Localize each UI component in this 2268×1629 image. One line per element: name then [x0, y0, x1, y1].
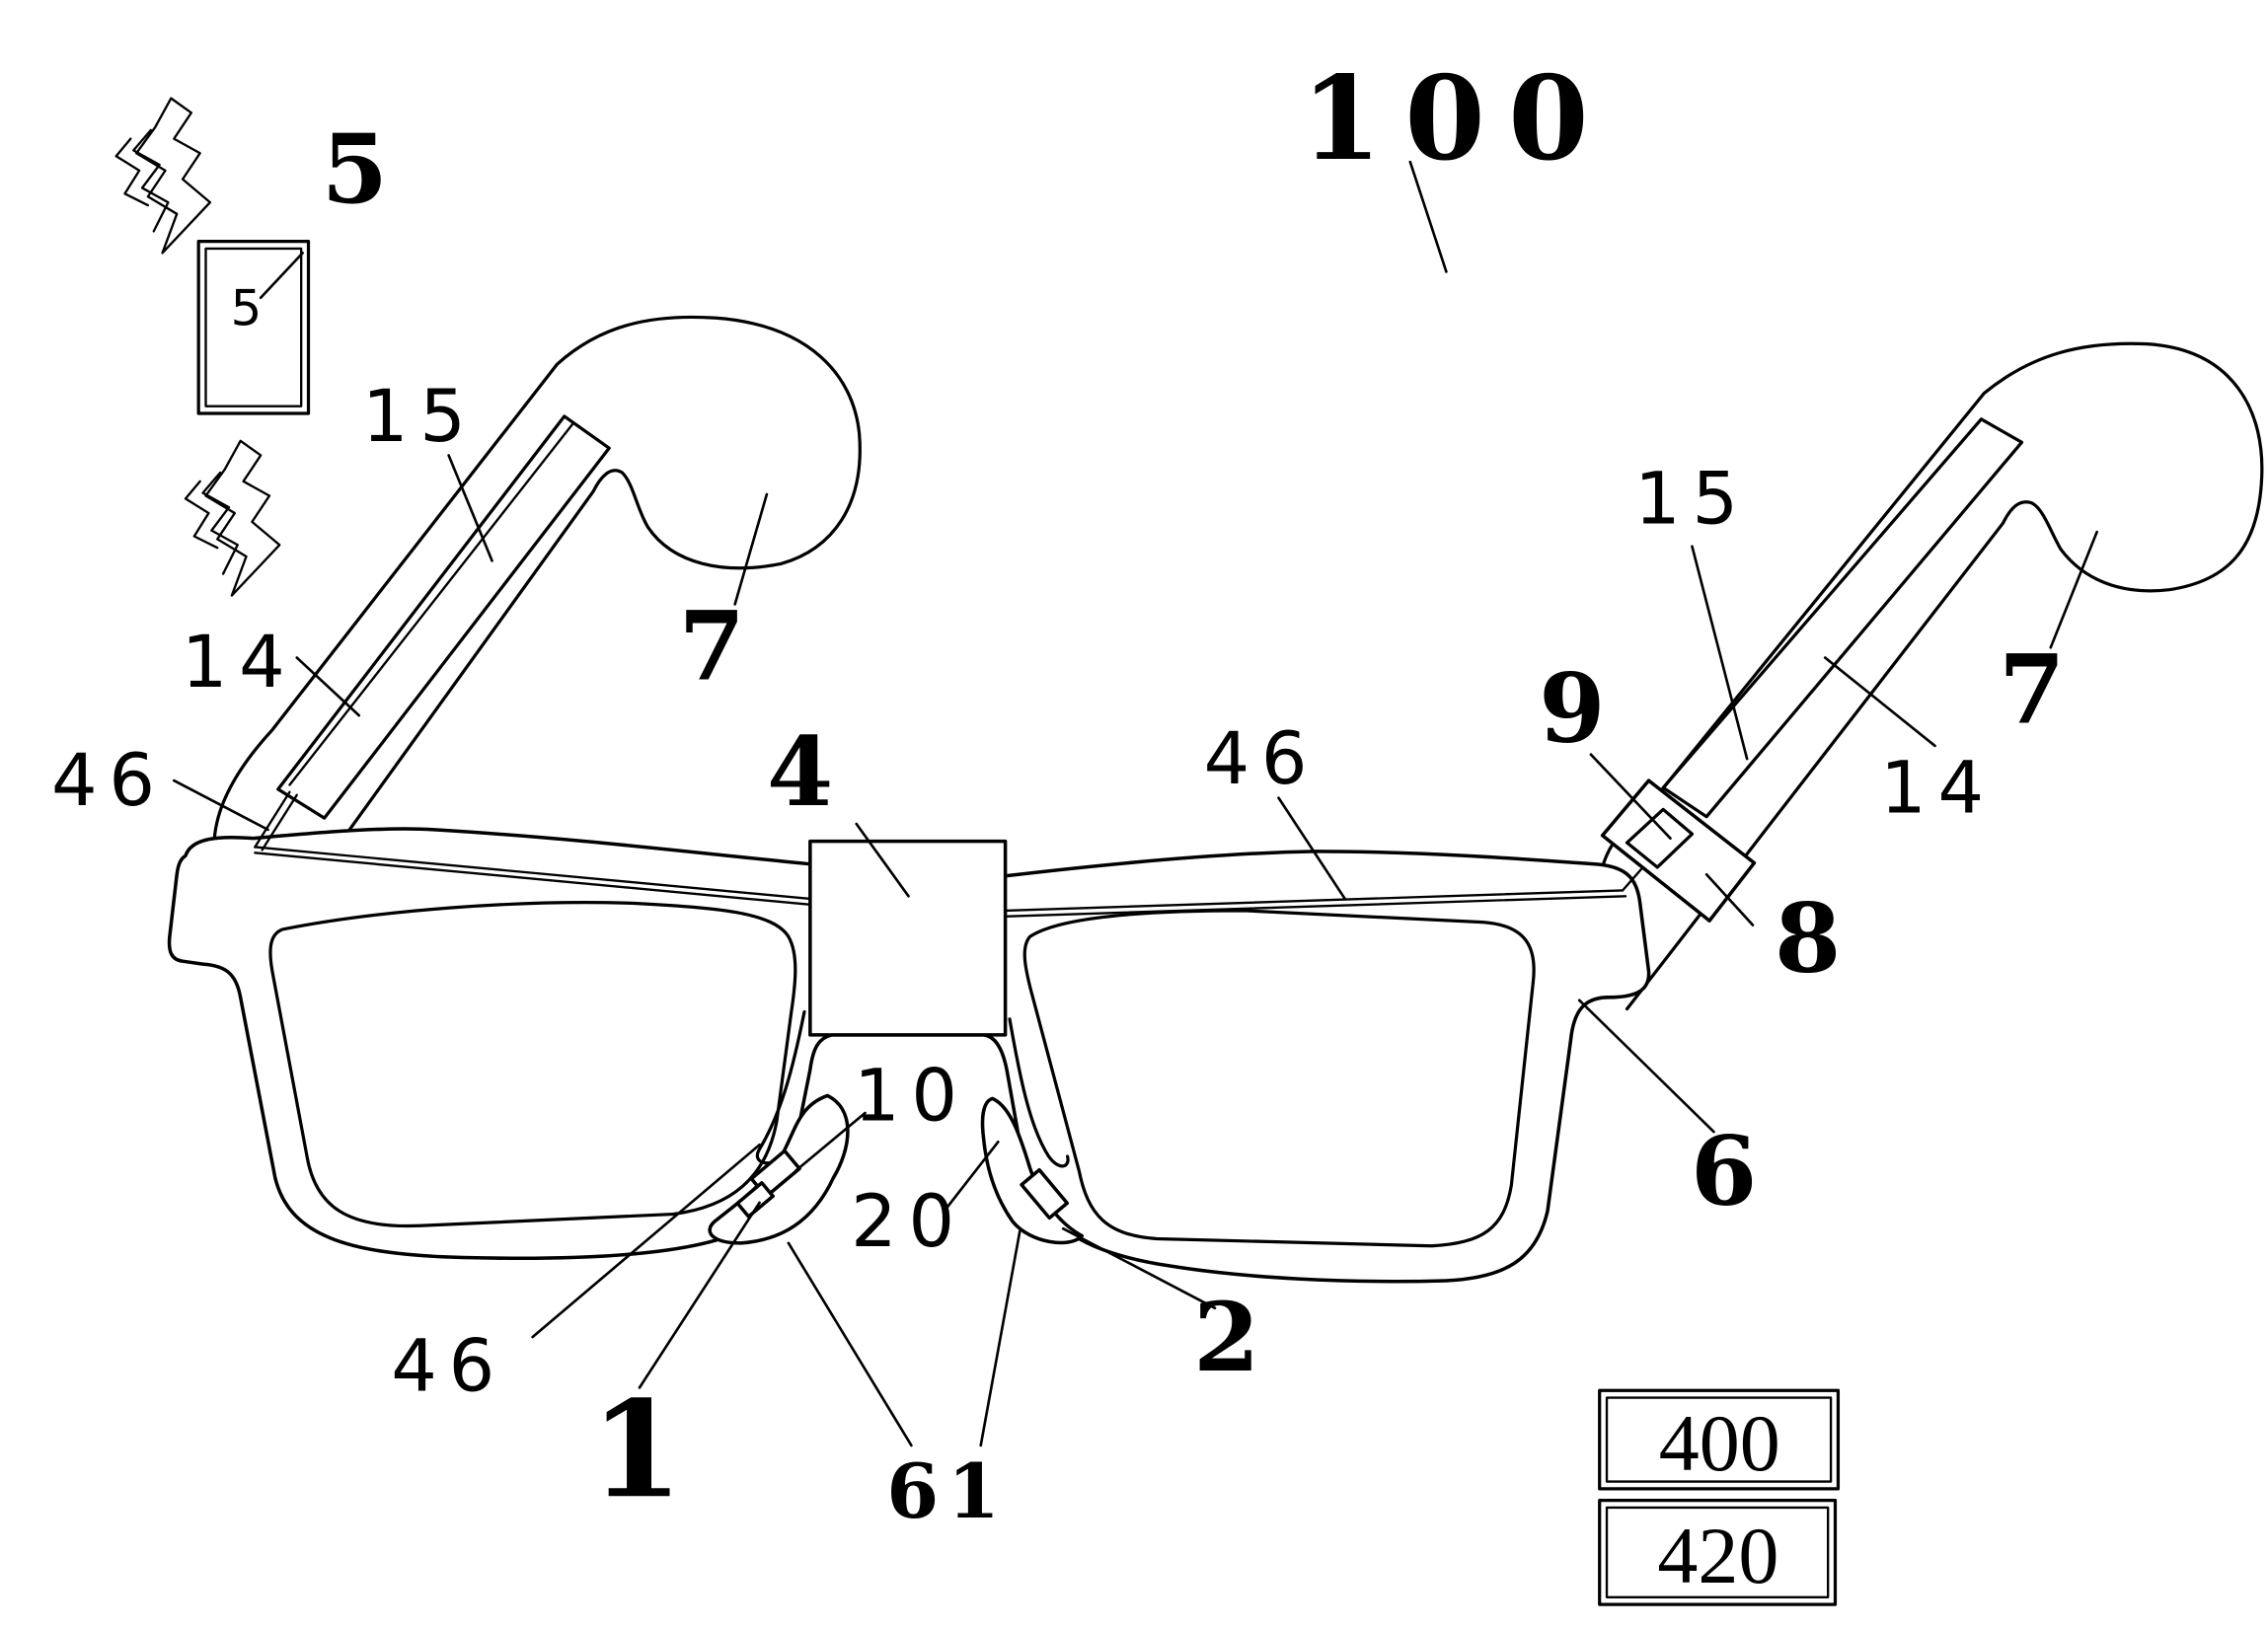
- wireless-signal-icon: [114, 97, 212, 255]
- leader-line-61-right: [979, 1229, 1021, 1447]
- numeral-14-right: 14: [1880, 746, 1996, 830]
- right-hinge-switch: [1625, 807, 1695, 869]
- leader-line-1: [638, 1201, 761, 1389]
- label-box-400-outer: [1598, 1388, 1841, 1491]
- numeral-7-left: 7: [679, 590, 745, 703]
- right-pad-sensor: [1020, 1167, 1070, 1221]
- label-box-420-inner: [1605, 1506, 1830, 1598]
- leader-line-10: [794, 1111, 867, 1172]
- label-box-420-outer: [1598, 1499, 1838, 1606]
- leader-line-46-bottom: [531, 1143, 761, 1339]
- wire-frame-left: [254, 852, 814, 907]
- leader-line-20: [945, 1140, 1000, 1209]
- leader-line-46-left: [172, 778, 269, 832]
- leader-line-14-left: [295, 656, 361, 717]
- lightning-bolt-stroke: [201, 471, 239, 575]
- numeral-10: 10: [854, 1054, 969, 1138]
- numeral-100: 100: [1301, 50, 1612, 186]
- left-pad-arm: [755, 1009, 806, 1165]
- leader-line-9: [1589, 753, 1672, 840]
- numeral-1: 1: [590, 1370, 683, 1527]
- numeral-2: 2: [1193, 1281, 1259, 1393]
- phone-box-inner: [204, 247, 303, 407]
- numeral-6: 6: [1691, 1114, 1757, 1226]
- wire-left-temple: [261, 793, 298, 852]
- numeral-46-center: 46: [1204, 717, 1320, 801]
- right-temple: [1601, 341, 2264, 1011]
- leader-line-61-left: [787, 1241, 913, 1447]
- leader-line-15-left: [447, 454, 493, 562]
- wire-frame-left: [254, 846, 814, 901]
- wire-frame-right: [1004, 889, 1625, 913]
- numeral-5-box: 5: [231, 280, 263, 337]
- numeral-9: 9: [1539, 652, 1605, 765]
- leader-line-5-box: [259, 252, 304, 300]
- phone-box-outer: [196, 240, 311, 415]
- wire-frame-right: [1004, 895, 1627, 918]
- right-temple-module: [1661, 417, 2024, 819]
- leader-line-2: [1061, 1226, 1217, 1310]
- leader-line-15-right: [1691, 545, 1749, 761]
- numeral-7-right: 7: [1999, 632, 2065, 745]
- leader-line-6: [1577, 999, 1715, 1134]
- wireless-signal-icon: [184, 439, 281, 597]
- center-module-box: [808, 839, 1008, 1037]
- left-temple: [212, 315, 862, 841]
- numeral-4: 4: [767, 715, 833, 828]
- left-temple-module: [276, 414, 611, 820]
- lightning-bolt-outline: [204, 439, 281, 597]
- numeral-14-left: 14: [182, 621, 297, 704]
- leader-line-14-right: [1823, 656, 1936, 748]
- leader-line-7-left: [733, 492, 769, 606]
- lightning-bolt-stroke: [184, 480, 219, 550]
- leader-line-4: [855, 822, 910, 898]
- right-nose-pad: [980, 1096, 1085, 1245]
- left-pad-sensor: [735, 1181, 775, 1219]
- right-pad-arm: [1008, 1017, 1070, 1168]
- numeral-61: 61: [886, 1446, 1009, 1535]
- leader-line-8: [1704, 872, 1755, 926]
- leader-line-100: [1408, 160, 1448, 273]
- numeral-20: 20: [851, 1180, 966, 1264]
- leader-line-46-center: [1277, 796, 1347, 901]
- numeral-8: 8: [1775, 881, 1841, 994]
- numeral-15-right: 15: [1634, 457, 1750, 541]
- lightning-bolt-outline: [135, 97, 212, 255]
- numeral-46-left: 46: [51, 739, 167, 823]
- boxed-label-420: 420: [1657, 1511, 1778, 1600]
- boxed-label-400: 400: [1659, 1398, 1780, 1488]
- wire-left-temple: [254, 790, 291, 849]
- label-box-400-inner: [1605, 1396, 1833, 1483]
- wire-right-hinge: [1621, 865, 1644, 892]
- numeral-15-left: 15: [362, 375, 478, 459]
- lightning-bolt-stroke: [114, 137, 150, 207]
- leader-line-7-right: [2049, 530, 2098, 649]
- lightning-bolt-stroke: [132, 128, 170, 233]
- numeral-46-bottom: 46: [391, 1324, 506, 1408]
- numeral-5: 5: [322, 112, 388, 225]
- left-temple-module-divider: [288, 422, 574, 786]
- left-lens: [268, 901, 797, 1228]
